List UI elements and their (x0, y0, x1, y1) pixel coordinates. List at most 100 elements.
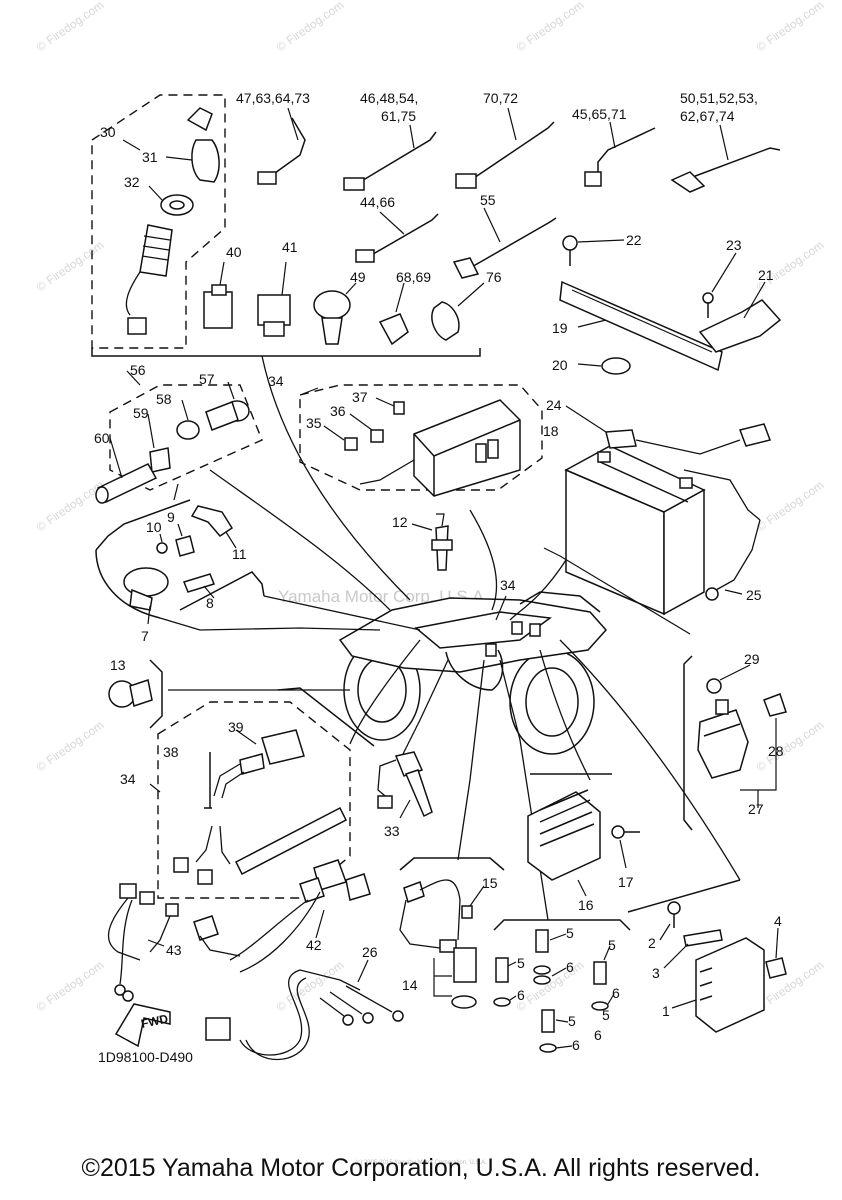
label-24: 24 (546, 397, 562, 413)
label-5a: 5 (566, 925, 574, 941)
sensor-14 (453, 947, 477, 983)
bracket-3 (683, 929, 723, 947)
label-5b: 5 (517, 955, 525, 971)
cdi-unit-1 (695, 937, 765, 1033)
clamp-49 (313, 290, 351, 320)
relay-40 (203, 291, 233, 329)
label-12: 12 (392, 514, 408, 530)
label-17: 17 (618, 874, 634, 890)
label-50-53: 50,51,52,53, (680, 90, 758, 106)
label-70-72: 70,72 (483, 90, 518, 106)
label-34-fusebox: 34 (268, 373, 284, 389)
watermark-text: © Firedog.com (34, 238, 107, 295)
front-wheel (509, 649, 595, 755)
tie-47 (257, 171, 277, 185)
diagram-code: 1D98100-D490 (98, 1049, 193, 1065)
label-11: 11 (232, 546, 247, 562)
ignition-coil-group (95, 483, 265, 625)
cap-11 (190, 505, 234, 537)
label-22: 22 (626, 232, 642, 248)
label-6b: 6 (517, 987, 525, 1003)
watermark-text: © Firedog.com (274, 958, 347, 1015)
bolt-15 (461, 905, 473, 919)
cap-58 (176, 420, 200, 440)
label-18: 18 (543, 423, 559, 439)
coupler-4 (765, 957, 787, 979)
fwd-arrow: FWD (114, 1003, 171, 1048)
oil-sensor-group (399, 857, 505, 1009)
label-45-65-71: 45,65,71 (572, 106, 627, 122)
battery-bracket-group (559, 235, 782, 375)
sub-harness-42 (229, 859, 371, 973)
fuse-36 (370, 429, 384, 443)
battery-group (564, 405, 771, 616)
label-68-69: 68,69 (396, 269, 431, 285)
label-57: 57 (199, 371, 215, 387)
switch-nut (160, 194, 194, 216)
label-19: 19 (552, 320, 568, 336)
battery-band-19 (559, 280, 723, 372)
bolt-29 (706, 678, 722, 694)
label-5c: 5 (608, 937, 616, 953)
nut-59 (149, 447, 171, 473)
label-58: 58 (156, 391, 172, 407)
ignition-switch-group (91, 94, 226, 349)
spark-plug-group (411, 513, 453, 571)
bolt-9 (175, 535, 195, 557)
label-38: 38 (163, 744, 179, 760)
harness-group (149, 687, 375, 899)
label-26: 26 (362, 944, 378, 960)
bolt-8 (183, 573, 215, 593)
label-9: 9 (167, 509, 175, 525)
label-42: 42 (306, 937, 322, 953)
label-34-sub: 34 (120, 771, 136, 787)
tie-50 (670, 171, 706, 193)
bolt-17 (611, 825, 625, 839)
small-note: (c) 2005-2015 Yamaha Motor Corporation, … (355, 1160, 487, 1166)
label-10: 10 (146, 519, 162, 535)
label-15: 15 (482, 875, 498, 891)
label-25: 25 (746, 587, 762, 603)
tie-46 (343, 177, 365, 191)
watermark-text: © Firedog.com (754, 718, 827, 775)
label-59: 59 (133, 405, 149, 421)
cdi-unit-group (627, 879, 787, 1033)
label-1: 1 (662, 1003, 670, 1019)
fuse-box-group (299, 384, 543, 497)
label-13: 13 (110, 657, 126, 673)
damper-20 (601, 357, 631, 375)
label-43: 43 (166, 942, 182, 958)
label-5d: 5 (568, 1013, 576, 1029)
harness-sleeve (234, 806, 348, 876)
horn-group-56 (95, 370, 263, 504)
label-60: 60 (94, 430, 110, 446)
watermark-text: © Firedog.com (754, 0, 827, 54)
switch-connector (127, 317, 147, 335)
watermark-text: © Firedog.com (274, 0, 347, 54)
key-icon (186, 107, 213, 132)
label-5e: 5 (602, 1007, 610, 1023)
leader-34 (495, 595, 507, 621)
label-39: 39 (228, 719, 244, 735)
tie-70 (455, 173, 477, 189)
bolt-22 (562, 235, 578, 251)
coil-7 (123, 567, 169, 597)
cable-24 (605, 429, 637, 449)
cable-25-terminal (705, 587, 719, 601)
tie-44 (355, 249, 375, 263)
thermo-switch-13 (108, 659, 163, 729)
label-6d: 6 (572, 1037, 580, 1053)
label-6a: 6 (566, 959, 574, 975)
label-20: 20 (552, 357, 568, 373)
label-7: 7 (141, 628, 149, 644)
label-36: 36 (330, 403, 346, 419)
label-31: 31 (142, 149, 158, 165)
label-55: 55 (480, 192, 496, 208)
fuse-box (413, 399, 521, 497)
battery-lead-26 (205, 959, 404, 1061)
label-23: 23 (726, 237, 742, 253)
label-21: 21 (758, 267, 774, 283)
watermark-text: © Firedog.com (34, 478, 107, 535)
ignition-switch (191, 139, 220, 183)
neutral-switch-group (493, 919, 631, 1053)
